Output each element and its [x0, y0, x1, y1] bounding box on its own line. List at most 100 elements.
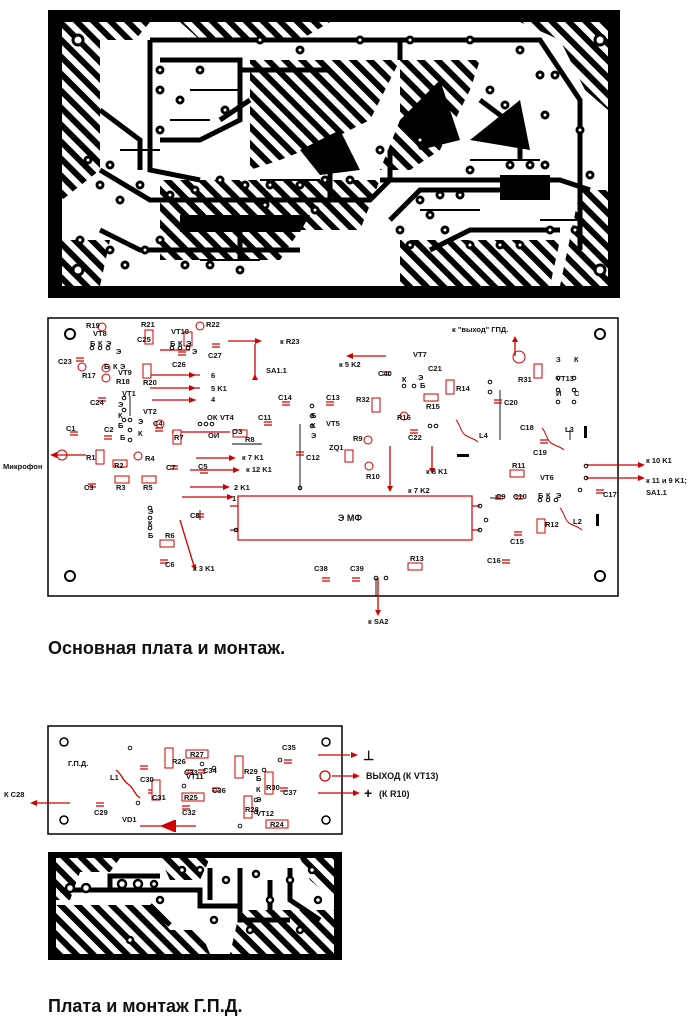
label-VT6: VT6 [540, 473, 554, 482]
label-R27: R27 [190, 750, 204, 759]
label-R12: R12 [545, 520, 559, 529]
label-R14: R14 [456, 384, 471, 393]
label-R19: R19 [86, 321, 100, 330]
label-C26: C26 [172, 360, 186, 369]
label-C4: C4 [153, 419, 163, 428]
label-R5: R5 [143, 483, 153, 492]
label-C14: C14 [278, 393, 293, 402]
label-R15: R15 [426, 402, 440, 411]
svg-text:Б: Б [104, 362, 110, 371]
label-6: 6 [211, 371, 215, 380]
label-R13: R13 [410, 554, 424, 563]
label-VT9: VT9 [118, 368, 132, 377]
svg-text:Э: Э [148, 507, 154, 516]
label-R16: R16 [397, 413, 411, 422]
svg-text:Э: Э [118, 400, 124, 409]
svg-text:Э: Э [556, 491, 562, 500]
svg-text:Б: Б [118, 421, 124, 430]
label-R31: R31 [518, 375, 532, 384]
label-C12: C12 [306, 453, 320, 462]
label-k5-K2: к 5 K2 [339, 360, 361, 369]
label-C37: C37 [283, 788, 297, 797]
label-C21: C21 [428, 364, 442, 373]
svg-text:Э: Э [106, 339, 112, 348]
label-SA1-1-right: SA1.1 [646, 488, 667, 497]
label-R10: R10 [366, 472, 380, 481]
label-C34: C34 [203, 766, 218, 775]
svg-text:К: К [118, 411, 123, 420]
svg-text:Б: Б [420, 381, 426, 390]
label-R21: R21 [141, 320, 155, 329]
label-VT13: VT13 [556, 374, 574, 383]
label-C31: C31 [152, 793, 166, 802]
svg-text:Б: Б [90, 339, 96, 348]
svg-text:Б: Б [148, 531, 154, 540]
gpd-board-caption: Плата и монтаж Г.П.Д. [48, 996, 243, 1016]
label-C2: C2 [104, 425, 114, 434]
label-R25: R25 [184, 793, 198, 802]
label-C27: C27 [208, 351, 222, 360]
svg-text:К: К [113, 362, 118, 371]
label-k-SA2: к SA2 [368, 617, 388, 626]
label-R30: R30 [266, 783, 280, 792]
svg-text:ОК: ОК [207, 413, 218, 422]
svg-text:ОЗ: ОЗ [232, 427, 243, 436]
label-L4: L4 [479, 431, 489, 440]
label-VD1: VD1 [122, 815, 137, 824]
svg-text:Э: Э [311, 431, 317, 440]
label-C8: C8 [190, 511, 200, 520]
label-k11-9-K1: к 11 и 9 K1; [646, 476, 687, 485]
svg-text:Б: Б [120, 433, 126, 442]
label-C20: C20 [504, 398, 518, 407]
svg-text:Э: Э [120, 362, 126, 371]
svg-text:И: И [556, 389, 561, 398]
ground-sign: ⊥ [363, 748, 374, 763]
label-R29: R29 [244, 767, 258, 776]
label-2-K1: 2 K1 [234, 483, 250, 492]
svg-text:К: К [311, 421, 316, 430]
svg-text:С: С [574, 389, 580, 398]
svg-text:Э: Э [418, 373, 424, 382]
label-4: 4 [211, 395, 216, 404]
svg-text:К: К [402, 375, 407, 384]
label-VT8: VT8 [93, 329, 107, 338]
label-R4: R4 [145, 454, 155, 463]
label-C11: C11 [258, 413, 271, 422]
svg-text:К: К [178, 339, 183, 348]
label-C3: C3 [84, 483, 94, 492]
label-C1: C1 [66, 424, 76, 433]
label-L3: L3 [565, 425, 574, 434]
label-R32: R32 [356, 395, 370, 404]
label-C25: C25 [137, 335, 151, 344]
label-k-C28: К С28 [4, 790, 24, 799]
label-R9: R9 [353, 434, 363, 443]
label-k12-K1: к 12 K1 [246, 465, 272, 474]
svg-text:Э: Э [116, 347, 122, 356]
label-C32: C32 [182, 808, 196, 817]
label-C17: C17 [603, 490, 617, 499]
label-C9: C9 [496, 492, 506, 501]
label-C15: C15 [510, 537, 524, 546]
svg-text:К: К [138, 429, 143, 438]
main-pcb-copper [48, 10, 620, 298]
label-C40: C40 [378, 369, 392, 378]
svg-text:К: К [574, 355, 579, 364]
label-R24: R24 [270, 820, 285, 829]
label-k-vyhod-gpd: к "выход" ГПД. [452, 325, 508, 334]
label-VT5: VT5 [326, 419, 340, 428]
main-board-caption: Основная плата и монтаж. [48, 638, 286, 658]
label-VT4: VT4 [220, 413, 235, 422]
svg-text:VT12: VT12 [256, 809, 274, 818]
label-R1: R1 [86, 453, 96, 462]
label-VT2: VT2 [143, 407, 157, 416]
svg-text:К: К [256, 785, 261, 794]
label-gpd: Г.П.Д. [68, 759, 88, 768]
label-1: 1 [232, 494, 236, 503]
label-R11: R11 [512, 461, 525, 470]
label-R22: R22 [206, 320, 220, 329]
label-C7: C7 [166, 463, 176, 472]
svg-text:Э: Э [256, 795, 262, 804]
label-k3-K1: к 3 K1 [193, 564, 215, 573]
label-C33: C33 [184, 768, 198, 777]
